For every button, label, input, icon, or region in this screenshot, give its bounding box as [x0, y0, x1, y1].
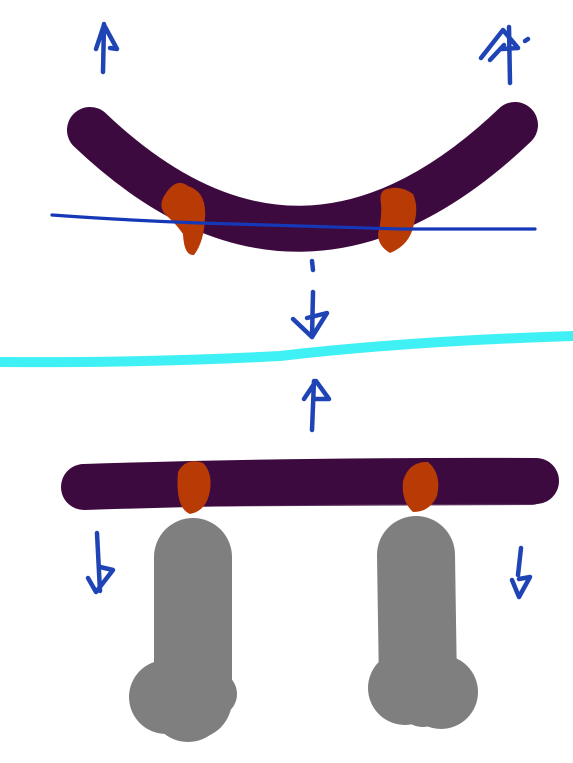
support-left — [129, 518, 237, 742]
reference-line — [50, 213, 537, 231]
clamp-left — [161, 182, 206, 256]
clamp-right-lower — [402, 461, 439, 512]
up-arrow-center — [301, 378, 332, 433]
support-right — [368, 516, 478, 729]
up-arrow-right — [478, 24, 531, 86]
down-arrow-right — [509, 545, 533, 600]
up-arrow-left — [93, 21, 120, 75]
cyan-surface-line — [0, 331, 573, 368]
clamp-right — [378, 187, 417, 253]
bottom-panel — [61, 378, 559, 742]
clamp-left-lower — [177, 461, 211, 514]
straight-bar-shade — [79, 479, 545, 507]
down-arrow-center — [290, 258, 330, 340]
down-arrow-left — [85, 530, 116, 595]
top-panel — [50, 21, 538, 340]
curved-bar-highlight — [87, 122, 523, 249]
